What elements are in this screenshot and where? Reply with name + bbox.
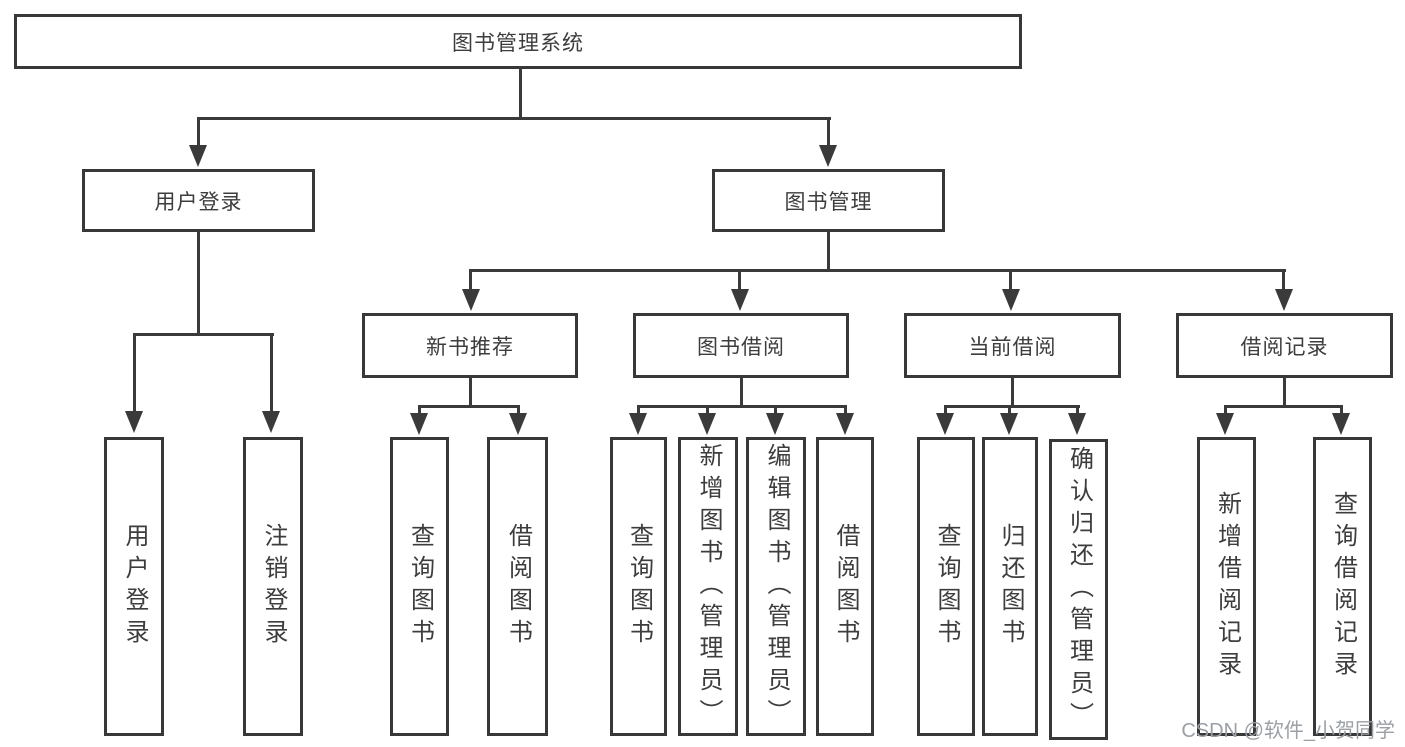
arrow-down-icon [262, 411, 280, 433]
node-borrowing-records: 借阅记录 [1176, 313, 1393, 378]
connector-line [1224, 405, 1227, 415]
node-leaf-logout: 注销登录 [243, 437, 303, 736]
connector-line [197, 117, 200, 147]
arrow-down-icon [731, 289, 749, 311]
node-user-login: 用户登录 [82, 169, 315, 232]
connector-line [418, 405, 520, 408]
arrow-down-icon [766, 413, 784, 435]
node-records-add-record-label: 新增借阅记录 [1213, 490, 1241, 683]
connector-line [944, 405, 1080, 408]
watermark: CSDN @软件_小贺同学 [1181, 720, 1395, 742]
connector-line [637, 405, 640, 415]
connector-line [637, 405, 847, 408]
arrow-down-icon [410, 413, 428, 435]
node-current-borrowing-label: 当前借阅 [968, 335, 1057, 359]
node-current-return-books-label: 归还图书 [997, 522, 1024, 651]
connector-line [944, 405, 947, 415]
connector-line [1076, 405, 1079, 415]
connector-line [738, 269, 741, 291]
node-borrowing-query-books-label: 查询图书 [625, 522, 653, 651]
node-current-query-books: 查询图书 [917, 437, 975, 736]
node-new-book-recommend-label: 新书推荐 [426, 335, 514, 359]
connector-line [469, 269, 472, 291]
arrow-down-icon [629, 413, 647, 435]
connector-line [133, 333, 136, 413]
node-borrowing-query-books: 查询图书 [610, 437, 667, 736]
node-leaf-user-login-label: 用户登录 [121, 522, 148, 651]
connector-line [774, 405, 777, 415]
connector-line [270, 333, 273, 413]
arrow-down-icon [936, 413, 954, 435]
node-user-login-label: 用户登录 [154, 190, 243, 214]
arrow-down-icon [462, 289, 480, 311]
node-root-label: 图书管理系统 [452, 31, 584, 55]
node-recommend-query-books-label: 查询图书 [406, 522, 434, 651]
node-borrowing-borrow-books-label: 借阅图书 [832, 522, 859, 651]
arrow-down-icon [1216, 413, 1234, 435]
node-new-book-recommend: 新书推荐 [362, 313, 578, 378]
arrow-down-icon [819, 145, 837, 167]
node-borrowing-records-label: 借阅记录 [1240, 335, 1329, 359]
connector-line [469, 378, 472, 407]
arrow-down-icon [1000, 413, 1018, 435]
node-book-management-label: 图书管理 [784, 190, 873, 214]
arrow-down-icon [1068, 413, 1086, 435]
node-records-query-record-label: 查询借阅记录 [1329, 490, 1357, 683]
node-book-management: 图书管理 [712, 169, 945, 232]
node-borrowing-edit-books-label: 编辑图书（管理员） [763, 442, 790, 731]
node-leaf-logout-label: 注销登录 [260, 522, 287, 651]
node-recommend-query-books: 查询图书 [390, 437, 449, 736]
node-current-confirm-return: 确认归还（管理员） [1049, 439, 1108, 740]
arrow-down-icon [189, 145, 207, 167]
arrow-down-icon [698, 413, 716, 435]
connector-line [1009, 269, 1012, 291]
node-current-query-books-label: 查询图书 [933, 522, 960, 651]
arrow-down-icon [1332, 413, 1350, 435]
node-records-query-record: 查询借阅记录 [1313, 437, 1372, 736]
connector-line [133, 333, 274, 336]
connector-line [827, 232, 830, 272]
arrow-down-icon [1275, 289, 1293, 311]
node-current-confirm-return-label: 确认归还（管理员） [1065, 445, 1093, 734]
connector-line [827, 117, 830, 147]
connector-line [197, 232, 200, 335]
node-borrowing-borrow-books: 借阅图书 [816, 437, 874, 736]
node-root: 图书管理系统 [14, 14, 1022, 69]
node-borrowing-add-books: 新增图书（管理员） [678, 437, 738, 736]
connector-line [519, 66, 522, 119]
node-current-borrowing: 当前借阅 [904, 313, 1121, 378]
connector-line [1224, 405, 1343, 408]
node-recommend-borrow-books-label: 借阅图书 [504, 522, 532, 651]
connector-line [1283, 378, 1286, 407]
connector-line [517, 405, 520, 415]
node-book-borrowing-label: 图书借阅 [697, 335, 785, 359]
connector-line [197, 117, 831, 120]
node-book-borrowing: 图书借阅 [633, 313, 849, 378]
connector-line [470, 269, 1286, 272]
arrow-down-icon [1002, 289, 1020, 311]
connector-line [1282, 269, 1285, 291]
connector-line [418, 405, 421, 415]
node-recommend-borrow-books: 借阅图书 [487, 437, 548, 736]
node-borrowing-add-books-label: 新增图书（管理员） [695, 442, 722, 731]
node-current-return-books: 归还图书 [982, 437, 1038, 736]
node-records-add-record: 新增借阅记录 [1197, 437, 1256, 736]
arrow-down-icon [125, 411, 143, 433]
connector-line [706, 405, 709, 415]
arrow-down-icon [509, 413, 527, 435]
connector-line [1008, 405, 1011, 415]
connector-line [844, 405, 847, 415]
arrow-down-icon [836, 413, 854, 435]
connector-line [1340, 405, 1343, 415]
node-borrowing-edit-books: 编辑图书（管理员） [746, 437, 806, 736]
connector-line [740, 378, 743, 407]
node-leaf-user-login: 用户登录 [104, 437, 164, 736]
connector-line [1011, 378, 1014, 407]
